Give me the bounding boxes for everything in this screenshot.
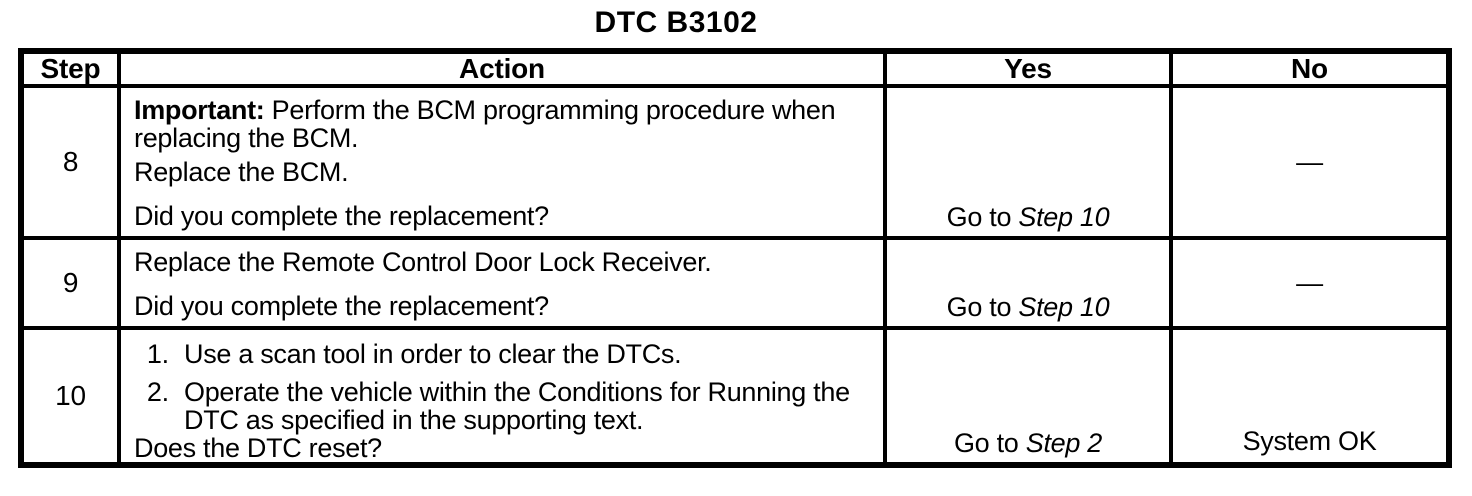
header-cell-yes: Yes bbox=[883, 54, 1169, 84]
action-list: Use a scan tool in order to clear the DT… bbox=[134, 340, 873, 434]
step-cell-10: 10 bbox=[24, 326, 117, 462]
goto-step-target: Step 2 bbox=[1025, 428, 1103, 458]
step-cell-9: 9 bbox=[24, 236, 117, 326]
yes-cell-10: Go to Step 2 bbox=[883, 326, 1169, 462]
important-label: Important: bbox=[134, 95, 265, 125]
goto-step-target: Step 10 bbox=[1018, 292, 1110, 322]
page-title: DTC B3102 bbox=[594, 6, 758, 39]
no-cell-8: — bbox=[1169, 84, 1446, 236]
step-cell-8: 8 bbox=[24, 84, 117, 236]
no-cell-9: — bbox=[1169, 236, 1446, 326]
important-text: Perform the BCM programming procedure wh… bbox=[134, 95, 836, 153]
action-instruction: Replace the BCM. bbox=[134, 157, 349, 187]
header-cell-no: No bbox=[1169, 54, 1446, 84]
dtc-diagnostic-table: Step Action Yes No 8 Important: Perform … bbox=[18, 48, 1452, 468]
action-question: Did you complete the replacement? bbox=[134, 201, 549, 231]
action-instruction: Replace the Remote Control Door Lock Rec… bbox=[134, 247, 712, 277]
dash: — bbox=[1296, 267, 1323, 298]
header-cell-action: Action bbox=[117, 54, 883, 84]
no-cell-10: System OK bbox=[1169, 326, 1446, 462]
action-cell-9: Replace the Remote Control Door Lock Rec… bbox=[117, 236, 883, 326]
system-ok-label: System OK bbox=[1242, 426, 1377, 456]
goto-step-ref: Go to Step 10 bbox=[947, 293, 1110, 321]
action-cell-8: Important: Perform the BCM programming p… bbox=[117, 84, 883, 236]
action-cell-10: Use a scan tool in order to clear the DT… bbox=[117, 326, 883, 462]
action-question: Did you complete the replacement? bbox=[134, 291, 549, 321]
goto-step-ref: Go to Step 2 bbox=[954, 429, 1102, 457]
goto-prefix: Go to bbox=[946, 292, 1019, 322]
goto-step-target: Step 10 bbox=[1018, 202, 1110, 232]
dash: — bbox=[1296, 146, 1323, 177]
header-cell-step: Step bbox=[40, 54, 101, 84]
list-item: Operate the vehicle within the Condition… bbox=[176, 378, 873, 434]
goto-prefix: Go to bbox=[953, 428, 1026, 458]
important-note: Important: Perform the BCM programming p… bbox=[134, 96, 873, 152]
action-question: Does the DTC reset? bbox=[134, 433, 382, 462]
yes-cell-8: Go to Step 10 bbox=[883, 84, 1169, 236]
list-item: Use a scan tool in order to clear the DT… bbox=[176, 340, 873, 368]
goto-step-ref: Go to Step 10 bbox=[947, 203, 1110, 231]
goto-prefix: Go to bbox=[946, 202, 1019, 232]
yes-cell-9: Go to Step 10 bbox=[883, 236, 1169, 326]
